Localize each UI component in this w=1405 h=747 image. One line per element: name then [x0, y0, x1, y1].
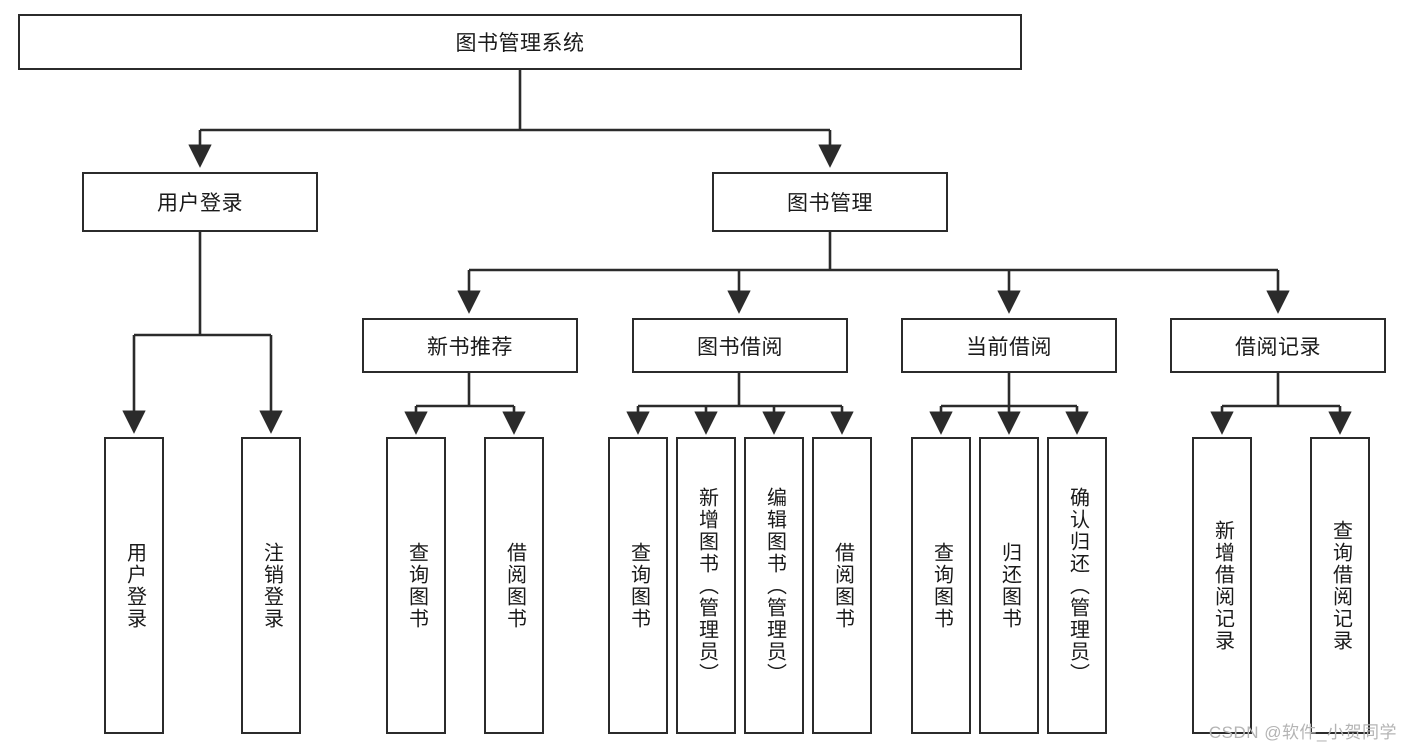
node-borrow-record[interactable]: 借阅记录 — [1170, 318, 1386, 373]
node-leaf-confirm-return-label: 确认归还（管理员） — [1066, 486, 1089, 685]
node-leaf-edit-book[interactable]: 编辑图书（管理员） — [744, 437, 804, 734]
node-leaf-logout-login[interactable]: 注销登录 — [241, 437, 301, 734]
node-leaf-user-login-label: 用户登录 — [123, 541, 146, 630]
node-book-manage[interactable]: 图书管理 — [712, 172, 948, 232]
node-book-borrow[interactable]: 图书借阅 — [632, 318, 848, 373]
node-book-manage-label: 图书管理 — [787, 192, 873, 215]
node-leaf-add-book-label: 新增图书（管理员） — [695, 486, 718, 685]
node-leaf-query-book-2[interactable]: 查询图书 — [608, 437, 668, 734]
node-user-login-label: 用户登录 — [157, 192, 243, 215]
node-leaf-query-book-3-label: 查询图书 — [930, 541, 953, 630]
node-book-borrow-label: 图书借阅 — [697, 335, 783, 359]
node-leaf-query-book-1-label: 查询图书 — [405, 541, 428, 630]
node-root-label: 图书管理系统 — [455, 32, 585, 55]
node-leaf-logout-login-label: 注销登录 — [260, 541, 283, 630]
node-borrow-record-label: 借阅记录 — [1235, 335, 1321, 359]
node-current-borrow[interactable]: 当前借阅 — [901, 318, 1117, 373]
node-leaf-add-record-label: 新增借阅记录 — [1211, 519, 1234, 652]
node-leaf-borrow-book-1[interactable]: 借阅图书 — [484, 437, 544, 734]
node-leaf-query-book-1[interactable]: 查询图书 — [386, 437, 446, 734]
csdn-watermark: CSDN @软件_小贺同学 — [1208, 723, 1397, 742]
node-leaf-edit-book-label: 编辑图书（管理员） — [763, 486, 786, 685]
node-new-book-recommend[interactable]: 新书推荐 — [362, 318, 578, 373]
node-leaf-add-record[interactable]: 新增借阅记录 — [1192, 437, 1252, 734]
node-leaf-query-book-2-label: 查询图书 — [627, 541, 650, 630]
node-leaf-return-book-label: 归还图书 — [998, 541, 1021, 630]
node-leaf-query-record-label: 查询借阅记录 — [1329, 519, 1352, 652]
node-leaf-user-login[interactable]: 用户登录 — [104, 437, 164, 734]
node-root[interactable]: 图书管理系统 — [18, 14, 1022, 70]
node-current-borrow-label: 当前借阅 — [966, 335, 1052, 359]
node-leaf-confirm-return[interactable]: 确认归还（管理员） — [1047, 437, 1107, 734]
node-new-book-recommend-label: 新书推荐 — [427, 335, 513, 359]
node-leaf-query-book-3[interactable]: 查询图书 — [911, 437, 971, 734]
node-leaf-borrow-book-2-label: 借阅图书 — [831, 541, 854, 630]
node-leaf-add-book[interactable]: 新增图书（管理员） — [676, 437, 736, 734]
node-leaf-borrow-book-1-label: 借阅图书 — [503, 541, 526, 630]
node-user-login[interactable]: 用户登录 — [82, 172, 318, 232]
node-leaf-return-book[interactable]: 归还图书 — [979, 437, 1039, 734]
node-leaf-borrow-book-2[interactable]: 借阅图书 — [812, 437, 872, 734]
node-leaf-query-record[interactable]: 查询借阅记录 — [1310, 437, 1370, 734]
